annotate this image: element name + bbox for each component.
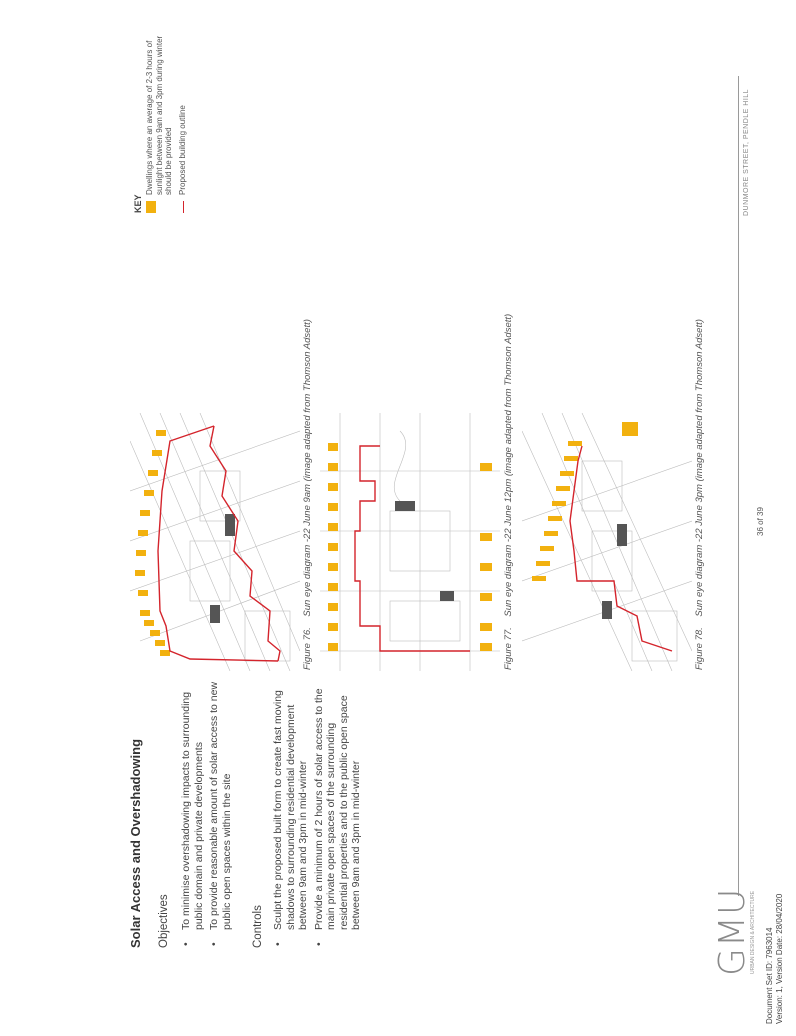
gmu-logo: GMU xyxy=(712,887,753,976)
figure-78-caption: Figure 78. Sun eye diagram -22 June 3pm … xyxy=(694,319,705,670)
key-item-building-outline: Proposed building outline xyxy=(178,13,188,213)
project-name: DUNMORE STREET, PENDLE HILL xyxy=(743,88,750,216)
document-version: Version: 1, Version Date: 28/04/2020 xyxy=(775,893,784,1024)
key-item-label: Dwellings where an average of 2-3 hours … xyxy=(145,35,173,195)
figure-77-image xyxy=(320,413,500,671)
figure-77-text: Sun eye diagram -22 June 12pm (image ada… xyxy=(503,313,514,617)
figure-78-image xyxy=(522,413,692,671)
footer-divider xyxy=(738,76,739,896)
figure-76-caption: Figure 76. Sun eye diagram -22 June 9am … xyxy=(302,319,313,670)
objectives-heading: Objectives xyxy=(158,894,170,948)
document-meta: Document Set ID: 7963014 Version: 1, Ver… xyxy=(765,894,785,1024)
key-item-label: Proposed building outline xyxy=(178,105,187,195)
objective-item: To provide reasonable amount of solar ac… xyxy=(208,678,233,948)
yellow-swatch-icon xyxy=(146,201,156,213)
red-line-icon xyxy=(183,201,184,213)
controls-heading: Controls xyxy=(252,905,264,948)
key-item-dwellings: Dwellings where an average of 2-3 hours … xyxy=(145,13,174,213)
page-number: 36 of 39 xyxy=(756,507,765,536)
figure-77-caption: Figure 77. Sun eye diagram -22 June 12pm… xyxy=(503,314,514,670)
figure-78-text: Sun eye diagram -22 June 3pm (image adap… xyxy=(694,319,705,617)
document-id: Document Set ID: 7963014 xyxy=(765,927,774,1024)
controls-list: Sculpt the proposed built form to create… xyxy=(272,678,366,948)
control-item: Provide a minimum of 2 hours of solar ac… xyxy=(313,678,363,948)
figure-76-number: Figure 76. xyxy=(302,627,313,670)
objective-item: To minimise overshadowing impacts to sur… xyxy=(180,678,205,948)
objectives-list: To minimise overshadowing impacts to sur… xyxy=(180,678,236,948)
figure-76-image xyxy=(130,413,300,671)
figure-78-number: Figure 78. xyxy=(694,627,705,670)
control-item: Sculpt the proposed built form to create… xyxy=(272,678,310,948)
logo-tagline: URBAN DESIGN & ARCHITECTURE xyxy=(750,890,756,974)
section-title: Solar Access and Overshadowing xyxy=(128,738,143,948)
figure-77-number: Figure 77. xyxy=(503,627,514,670)
key-title: KEY xyxy=(133,194,143,213)
figure-76-text: Sun eye diagram -22 June 9am (image adap… xyxy=(302,319,313,617)
